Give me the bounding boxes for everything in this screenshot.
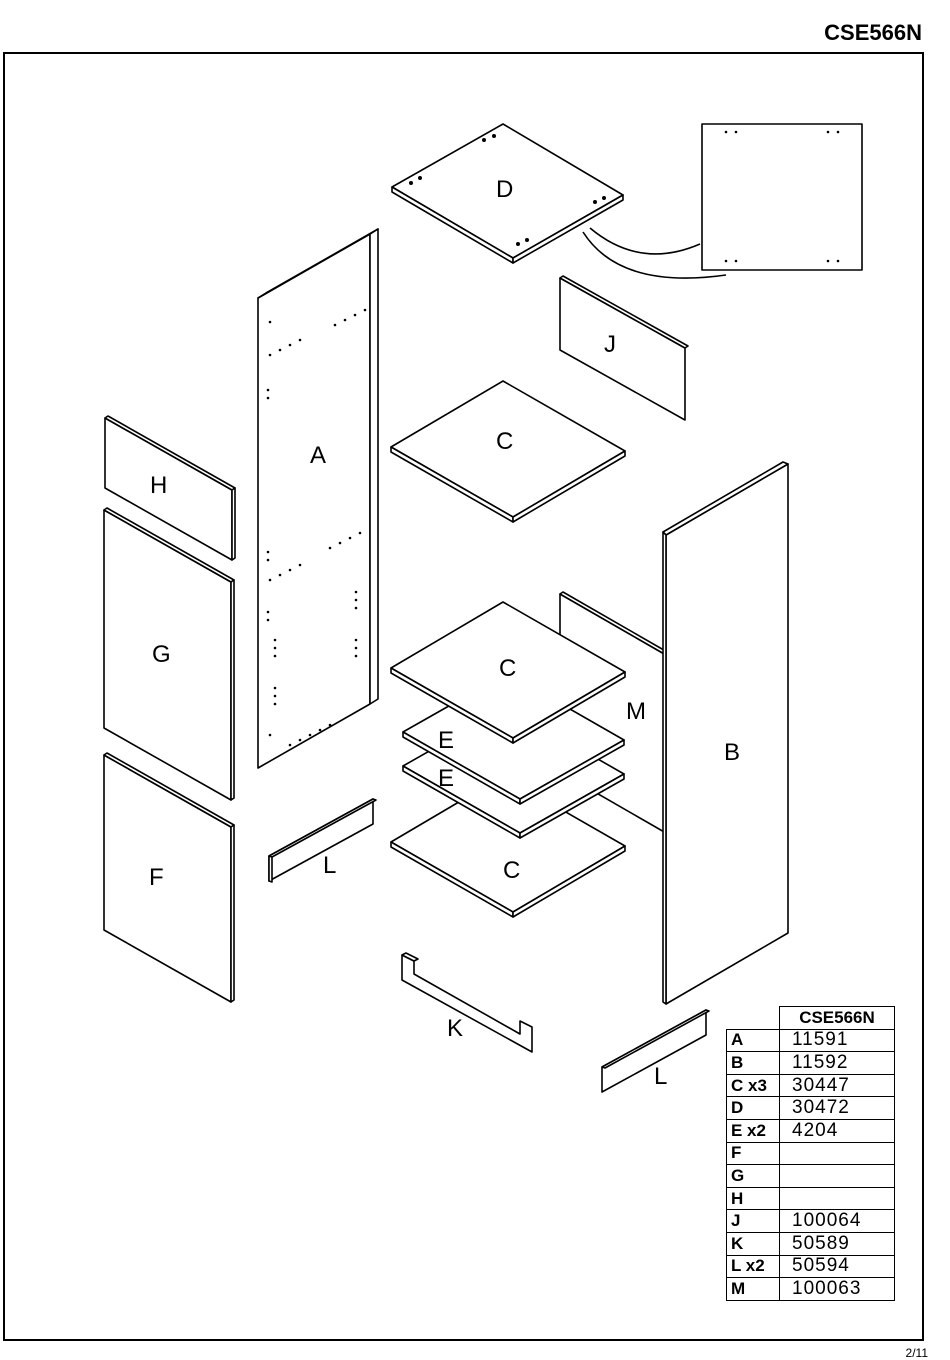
page-number: 2/11 — [906, 1346, 928, 1360]
label-j: J — [604, 331, 616, 358]
label-e-upper: E — [438, 727, 454, 754]
label-c-middle: C — [499, 655, 516, 682]
label-b: B — [724, 739, 740, 766]
label-e-lower: E — [438, 765, 454, 792]
panel-b — [663, 462, 788, 1004]
detail-inset — [583, 124, 862, 278]
label-h: H — [150, 472, 167, 499]
label-g: G — [152, 641, 171, 668]
table-header-model: CSE566N — [780, 1007, 895, 1030]
label-d: D — [496, 176, 513, 203]
label-a: A — [310, 442, 326, 469]
panel-j — [560, 276, 688, 420]
panel-a — [258, 229, 378, 768]
label-c-bottom: C — [503, 857, 520, 884]
label-k: K — [447, 1015, 463, 1042]
table-row: F — [727, 1142, 895, 1165]
label-c-top: C — [496, 428, 513, 455]
table-row: G — [727, 1165, 895, 1188]
part-labels: D J A C H G C M B E E F L C K L — [149, 176, 740, 1090]
label-f: F — [149, 864, 164, 891]
label-m: M — [626, 698, 646, 725]
table-row: H — [727, 1187, 895, 1210]
plinth-k — [402, 953, 532, 1052]
table-corner — [727, 1007, 780, 1030]
label-l-right: L — [654, 1063, 667, 1090]
label-l-left: L — [323, 852, 336, 879]
